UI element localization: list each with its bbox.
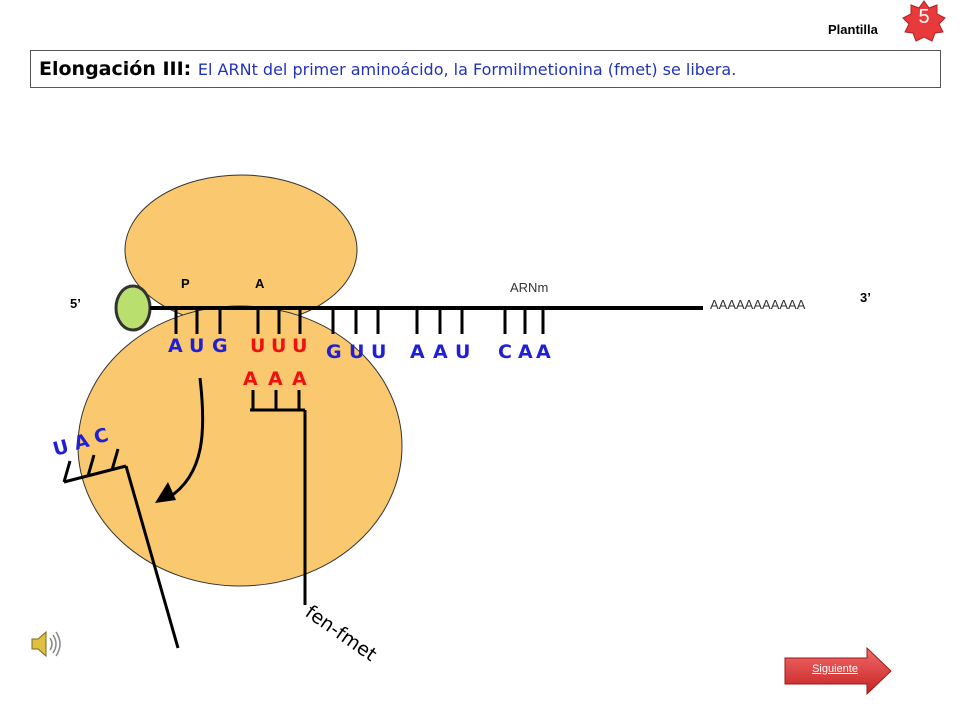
anticodon-released-base: C	[92, 424, 111, 449]
trna-released: U A C	[51, 424, 180, 649]
next-button[interactable]: Siguiente	[783, 646, 893, 696]
arrow-head-icon	[155, 482, 176, 503]
anticodon-a-base: A	[292, 368, 307, 390]
poly-a-tail: AAAAAAAAAAA	[710, 297, 806, 312]
arrow-right-icon	[784, 646, 892, 696]
release-arrow	[167, 377, 205, 500]
codon-base: U	[349, 341, 364, 363]
trna-released-arm	[63, 464, 127, 484]
anticodon-released-base: U	[51, 436, 72, 461]
trna-released-tick	[62, 460, 72, 483]
anticodon-a-base: A	[268, 368, 283, 390]
trna-released-tick	[110, 448, 120, 471]
codon-base: A	[410, 341, 425, 363]
codon-base: A	[518, 341, 533, 363]
codon-base: U	[371, 341, 386, 363]
slide-number-badge: 5	[902, 0, 946, 44]
title-description: El ARNt del primer aminoácido, la Formil…	[197, 59, 737, 79]
codon-base: U	[189, 335, 204, 357]
codon-base: A	[168, 335, 183, 357]
site-a-label: A	[255, 276, 265, 291]
codon-base: G	[212, 335, 228, 357]
template-label: Plantilla	[828, 22, 878, 37]
anticodon-a-base: A	[243, 368, 258, 390]
slide-number: 5	[918, 6, 930, 28]
codon-base: A	[433, 341, 448, 363]
codon-base: G	[326, 341, 342, 363]
trna-released-stem	[124, 465, 180, 649]
codon-base: A	[536, 341, 551, 363]
mrna-label: ARNm	[510, 280, 548, 295]
next-button-label: Siguiente	[812, 663, 858, 675]
title-heading: Elongación III:	[39, 58, 198, 80]
codon-base: C	[498, 341, 512, 363]
codon-base: U	[292, 335, 307, 357]
star-badge-icon	[902, 0, 946, 42]
speaker-icon[interactable]	[28, 626, 64, 662]
trna-released-tick	[86, 454, 96, 477]
ribosome-small-subunit	[124, 174, 358, 326]
site-p-label: P	[181, 276, 190, 291]
mrna-cap	[114, 284, 152, 332]
codon-base: U	[271, 335, 286, 357]
title-box: Elongación III: El ARNt del primer amino…	[30, 50, 941, 88]
codon-base: U	[455, 341, 470, 363]
five-prime-label: 5’	[70, 296, 81, 311]
codon-base: U	[250, 335, 265, 357]
three-prime-label: 3’	[860, 290, 871, 305]
peptide-label: fen-fmet	[301, 601, 380, 666]
anticodon-released-base: A	[72, 430, 92, 455]
